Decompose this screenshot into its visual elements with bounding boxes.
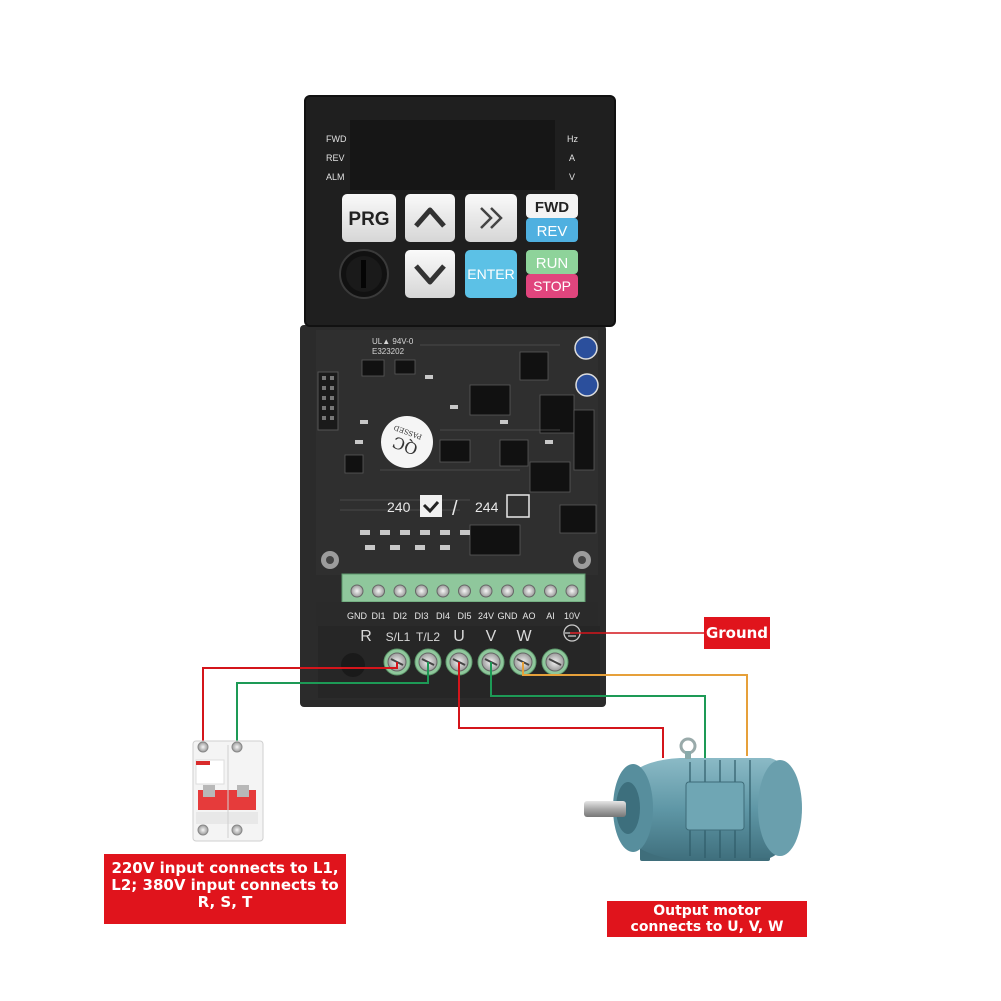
power-terminal-screw	[541, 648, 569, 676]
power-terminal-label: U	[453, 628, 465, 645]
control-terminal-label: 24V	[478, 611, 494, 621]
control-terminal-screw	[501, 584, 514, 598]
output-wire-v	[490, 662, 706, 760]
run-stop-button[interactable]: RUN STOP	[526, 250, 578, 298]
electric-motor	[584, 737, 802, 861]
voltage-240-checkbox	[420, 495, 442, 517]
checkmark-icon	[422, 501, 440, 514]
indicator-labels: FWD REV ALM Hz A V	[326, 134, 578, 182]
svg-text:STOP: STOP	[533, 278, 571, 294]
down-button[interactable]	[405, 250, 455, 298]
indicator-hz: Hz	[567, 134, 578, 144]
indicator-alm: ALM	[326, 172, 345, 182]
control-terminal-screw	[350, 584, 364, 598]
input-wire-l1	[202, 662, 398, 746]
voltage-separator: /	[452, 498, 458, 520]
control-terminal-screw	[544, 584, 557, 598]
speed-knob[interactable]	[339, 249, 389, 299]
control-terminal-screw	[479, 584, 493, 598]
input-label-line-3: R, S, T	[197, 893, 253, 911]
voltage-select: 240 / 244	[387, 494, 530, 520]
output-label-line-2: connects to U, V, W	[630, 919, 784, 935]
indicator-a: A	[569, 153, 575, 163]
up-button[interactable]	[405, 194, 455, 242]
control-terminal-screw	[458, 584, 471, 598]
control-terminal-label: AO	[522, 611, 535, 621]
svg-text:REV: REV	[537, 223, 568, 240]
control-terminal-label: DI5	[457, 611, 471, 621]
svg-text:PRG: PRG	[348, 209, 389, 230]
power-terminal-label: R	[360, 628, 372, 645]
control-terminal-screw	[415, 584, 428, 598]
shift-button[interactable]	[465, 194, 517, 242]
ground-label: Ground	[704, 617, 770, 649]
control-terminal-label: DI3	[414, 611, 428, 621]
control-terminal-screws	[350, 584, 579, 598]
indicator-v: V	[569, 172, 575, 182]
svg-text:ENTER: ENTER	[467, 266, 514, 282]
ul-marking: UL▲ 94V-0	[372, 337, 414, 346]
output-label-line-1: Output motor	[653, 903, 761, 919]
pcb-marking: UL▲ 94V-0 E323202	[372, 337, 414, 356]
control-terminal-screw	[522, 584, 536, 598]
double-chevron-right-icon	[480, 207, 503, 229]
voltage-240-label: 240	[387, 499, 411, 515]
control-terminal-screw	[565, 584, 579, 598]
qc-passed-sticker: QC PASSED	[381, 416, 433, 468]
indicator-fwd: FWD	[326, 134, 347, 144]
prg-button[interactable]: PRG	[342, 194, 396, 242]
output-connection-label: Output motor connects to U, V, W	[607, 901, 807, 937]
control-terminal-label: DI2	[393, 611, 407, 621]
control-terminal-label: DI1	[371, 611, 385, 621]
power-terminal-label: V	[486, 628, 497, 645]
voltage-244-checkbox	[506, 494, 530, 518]
circuit-breaker	[192, 740, 264, 842]
wires	[202, 632, 748, 760]
control-terminal-label: DI4	[436, 611, 450, 621]
enter-button[interactable]: ENTER	[465, 250, 517, 298]
input-label-line-2: L2; 380V input connects to	[111, 876, 339, 894]
control-terminal-label: GND	[498, 611, 519, 621]
input-label-line-1: 220V input connects to L1,	[111, 859, 339, 877]
power-terminal-labels: R S/L1 T/L2 U V W	[360, 628, 532, 645]
control-terminal-screw	[436, 584, 450, 598]
svg-text:RUN: RUN	[536, 255, 569, 272]
svg-text:FWD: FWD	[535, 199, 569, 216]
input-connection-label: 220V input connects to L1, L2; 380V inpu…	[104, 854, 346, 924]
control-terminal-label: 10V	[564, 611, 580, 621]
file-number: E323202	[372, 347, 405, 356]
chevron-down-icon	[414, 264, 446, 285]
control-terminal-screw	[372, 584, 385, 598]
fwd-rev-button[interactable]: FWD REV	[526, 194, 578, 242]
indicator-rev: REV	[326, 153, 345, 163]
control-terminal-label: AI	[546, 611, 555, 621]
control-board	[316, 330, 599, 575]
output-wire-w	[522, 662, 748, 756]
power-terminal-label: T/L2	[416, 630, 440, 644]
control-terminal-label: GND	[347, 611, 368, 621]
control-terminal-screw	[393, 584, 407, 598]
voltage-244-label: 244	[475, 499, 499, 515]
power-terminal-label: S/L1	[386, 630, 411, 644]
input-wire-l2	[236, 662, 429, 746]
chevron-up-icon	[414, 207, 446, 228]
power-terminal-label: W	[516, 628, 532, 645]
output-wire-u	[458, 662, 664, 758]
